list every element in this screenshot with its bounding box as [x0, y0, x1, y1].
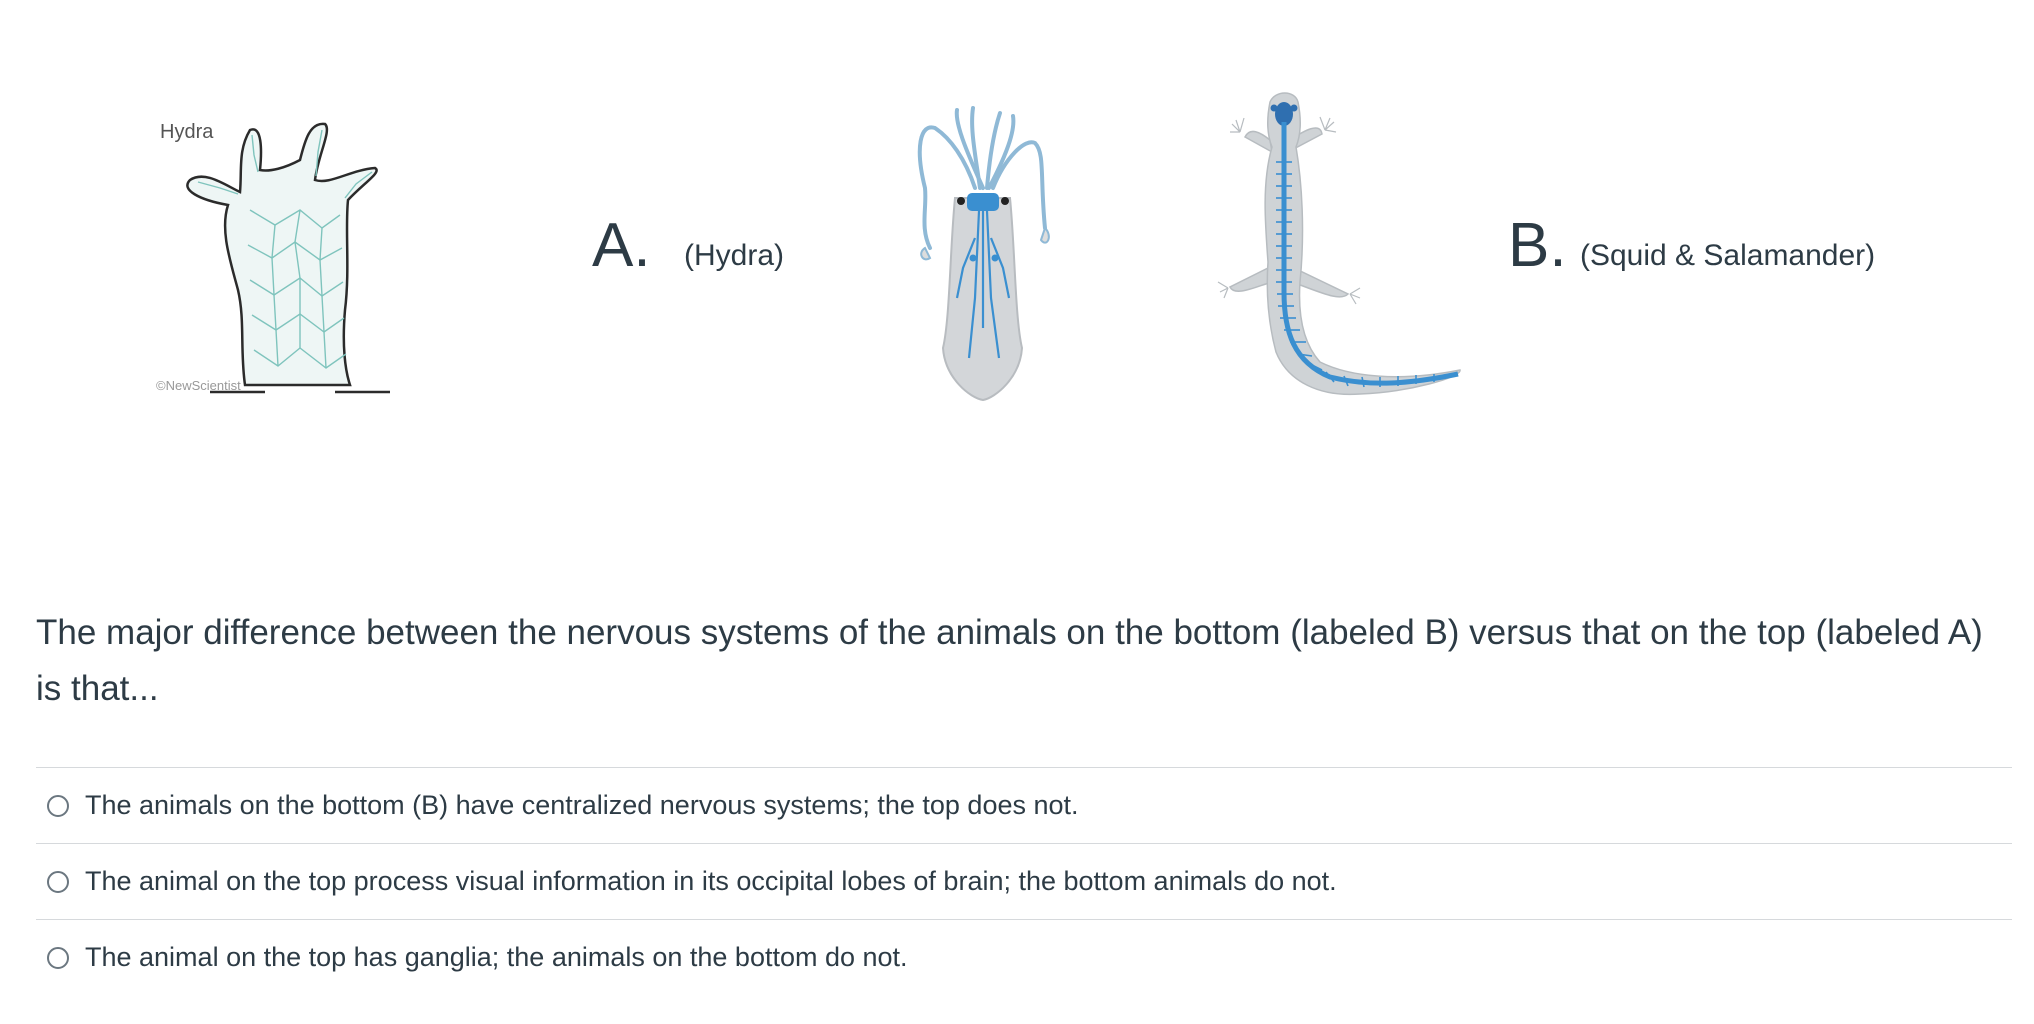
radio-button[interactable]	[47, 870, 69, 893]
label-a-letter: A.	[592, 211, 651, 280]
salamander-illustration	[1217, 92, 1461, 396]
hydra-title: Hydra	[160, 121, 214, 143]
nervous-system-figures: Hydra ©NewScientist A. (Hydra)	[0, 0, 2034, 430]
label-a-caption: (Hydra)	[684, 239, 785, 272]
answer-list: The animals on the bottom (B) have centr…	[36, 767, 2012, 995]
answer-option-2[interactable]: The animal on the top process visual inf…	[36, 843, 2012, 919]
hydra-nerve-net	[197, 129, 373, 369]
hydra-credit: ©NewScientist	[156, 378, 241, 393]
radio-button[interactable]	[47, 946, 69, 969]
label-b-letter: B.	[1508, 211, 1567, 280]
answer-option-text: The animals on the bottom (B) have centr…	[85, 790, 1079, 820]
answer-option-text: The animal on the top process visual inf…	[85, 866, 1337, 896]
radio-button[interactable]	[47, 794, 69, 817]
answer-option-1[interactable]: The animals on the bottom (B) have centr…	[36, 767, 2012, 843]
label-b-caption: (Squid & Salamander)	[1580, 239, 1876, 272]
hydra-illustration: Hydra ©NewScientist	[156, 121, 390, 394]
answer-option-3[interactable]: The animal on the top has ganglia; the a…	[36, 919, 2012, 995]
question-text: The major difference between the nervous…	[36, 613, 1983, 708]
squid-illustration	[917, 106, 1050, 402]
answer-option-text: The animal on the top has ganglia; the a…	[85, 942, 908, 972]
